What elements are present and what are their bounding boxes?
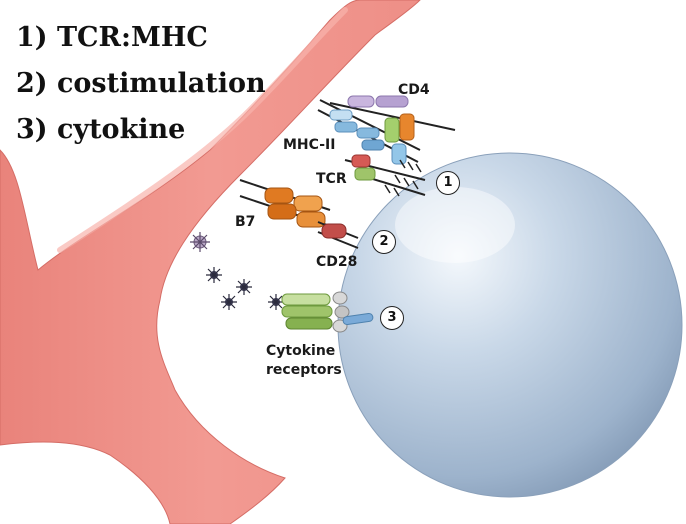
mhc-ii-molecule (317, 99, 421, 165)
cytokine-particles (190, 232, 284, 310)
cytokine-receptors-label-line2: receptors (266, 362, 342, 378)
tcr-molecule (344, 154, 426, 197)
cd4-molecule (329, 95, 456, 131)
cd28-label: CD28 (316, 254, 358, 270)
legend-item-tcr-mhc: 1) TCR:MHC (16, 22, 208, 53)
legend-item-cytokine: 3) cytokine (16, 114, 186, 145)
b7-label: B7 (235, 214, 256, 230)
cytokine-receptors-label-line1: Cytokine (266, 343, 336, 359)
tcr-label: TCR (316, 171, 347, 187)
legend-item-costimulation: 2) costimulation (16, 68, 266, 99)
cd4-label: CD4 (398, 82, 430, 98)
step-marker-1: 1 (436, 171, 460, 195)
cytokine-receptor-molecule (281, 291, 374, 333)
t-cell-highlight (395, 187, 515, 263)
b7-molecule (239, 179, 331, 228)
step-marker-3: 3 (380, 306, 404, 330)
step-marker-2: 2 (372, 230, 396, 254)
cd28-molecule (317, 221, 359, 249)
apc-cell-highlight (57, 7, 348, 253)
mhc-ii-label: MHC-II (283, 137, 336, 153)
